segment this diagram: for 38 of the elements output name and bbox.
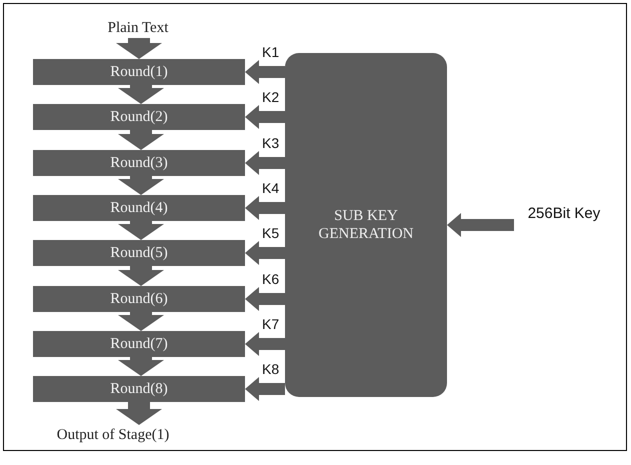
block-arrow bbox=[118, 266, 164, 286]
block-arrow bbox=[245, 151, 285, 175]
block-arrow bbox=[118, 357, 164, 376]
round-box: Round(8) bbox=[33, 376, 245, 402]
edge-label: K1 bbox=[262, 45, 280, 59]
edge-label: K4 bbox=[262, 181, 280, 195]
edge-label: K6 bbox=[262, 272, 280, 286]
round-box: Round(5) bbox=[33, 240, 245, 266]
round-box: Round(2) bbox=[33, 104, 245, 130]
block-arrow bbox=[245, 105, 285, 129]
block-arrow bbox=[245, 60, 285, 84]
block-arrow bbox=[118, 130, 164, 150]
block-arrow bbox=[245, 241, 285, 265]
round-box: Round(7) bbox=[33, 331, 245, 357]
edge-label: K5 bbox=[262, 226, 280, 240]
edge-label: K3 bbox=[262, 136, 280, 150]
subkey-generation-box: SUB KEY GENERATION bbox=[285, 53, 447, 397]
block-arrow bbox=[245, 332, 285, 356]
edge-label: K7 bbox=[262, 317, 280, 331]
block-arrow bbox=[118, 221, 164, 240]
input-label: 256Bit Key bbox=[528, 204, 600, 222]
block-arrow bbox=[118, 312, 164, 331]
input-label: Plain Text bbox=[108, 20, 168, 36]
block-arrow bbox=[245, 377, 285, 401]
edge-label: K2 bbox=[262, 90, 280, 104]
block-arrow bbox=[118, 85, 164, 104]
round-box: Round(4) bbox=[33, 195, 245, 221]
round-box: Round(1) bbox=[33, 59, 245, 85]
block-arrow bbox=[245, 196, 285, 220]
block-arrow bbox=[245, 287, 285, 311]
round-box: Round(3) bbox=[33, 150, 245, 176]
round-box: Round(6) bbox=[33, 286, 245, 312]
block-arrow bbox=[118, 176, 164, 195]
output-label: Output of Stage(1) bbox=[56, 426, 170, 444]
block-arrow bbox=[447, 213, 514, 237]
block-arrow bbox=[116, 402, 162, 425]
block-arrow bbox=[116, 38, 162, 59]
edge-label: K8 bbox=[262, 362, 280, 376]
